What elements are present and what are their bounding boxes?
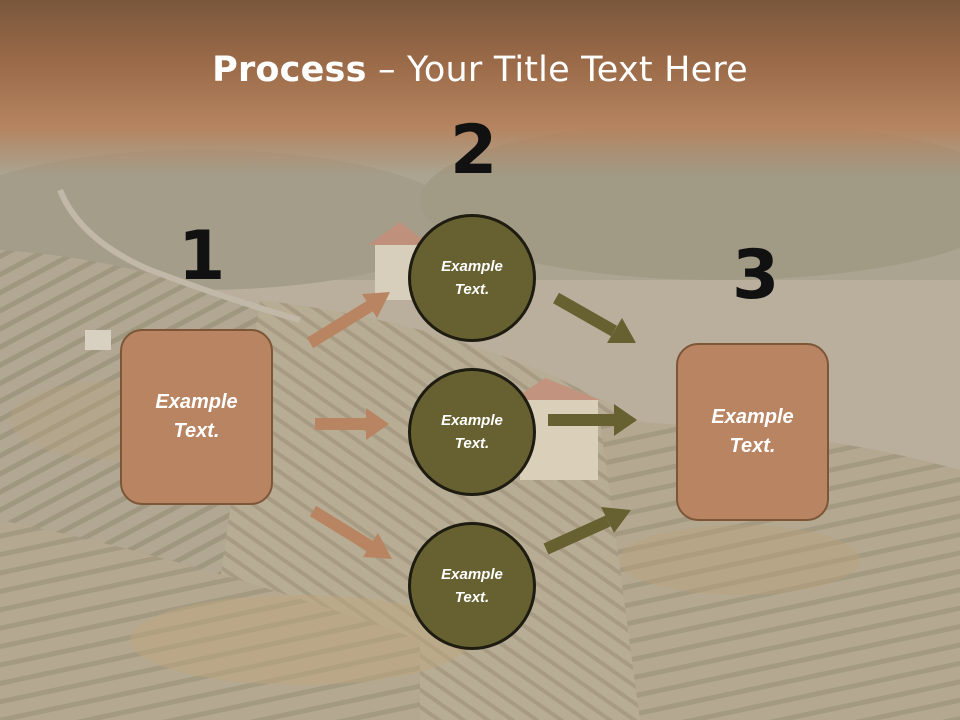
arrow-circle-middle-to-box — [548, 404, 637, 436]
arrow-box-to-circle-middle — [315, 408, 389, 440]
arrow-circle-top-to-box — [553, 292, 636, 343]
left-step-box-text: Example Text. — [155, 391, 238, 442]
step-number-1: 1 — [178, 217, 226, 296]
slide-title: Process – Your Title Text Here — [0, 50, 960, 90]
left-step-box[interactable]: Example Text. — [120, 329, 273, 505]
step-number-3: 3 — [732, 236, 780, 315]
arrow-circle-bottom-to-box — [543, 507, 631, 555]
right-step-box[interactable]: Example Text. — [676, 343, 829, 521]
circle-top[interactable]: Example Text. — [408, 214, 536, 342]
arrow-box-to-circle-top — [306, 292, 390, 349]
right-step-box-text: Example Text. — [711, 406, 794, 457]
circle-middle[interactable]: Example Text. — [408, 368, 536, 496]
circle-bottom-text: Example Text. — [441, 566, 503, 606]
circle-top-text: Example Text. — [441, 258, 503, 298]
circle-middle-text: Example Text. — [441, 412, 503, 452]
step-number-2: 2 — [450, 111, 498, 190]
header-band — [0, 0, 960, 175]
arrow-box-to-circle-bottom — [309, 505, 392, 559]
title-bold-part: Process — [212, 50, 367, 90]
circle-bottom[interactable]: Example Text. — [408, 522, 536, 650]
title-rest-part: – Your Title Text Here — [366, 50, 748, 90]
